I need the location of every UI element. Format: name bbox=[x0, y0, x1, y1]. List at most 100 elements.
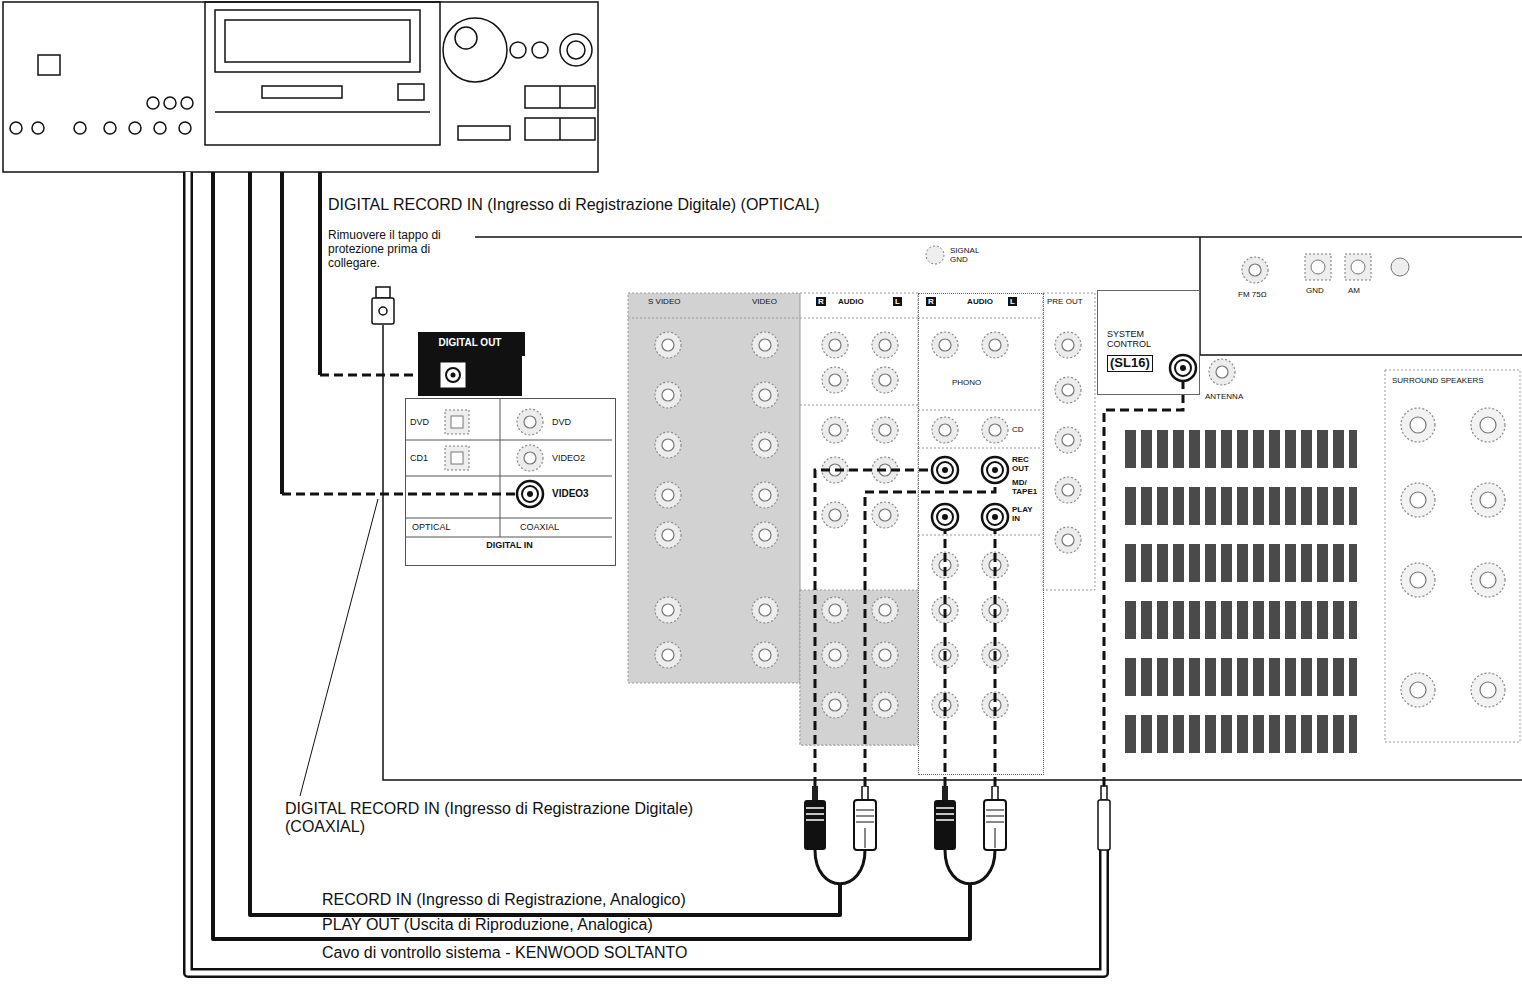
pre-out-panel-part bbox=[1055, 527, 1081, 553]
video-panel-part bbox=[655, 522, 681, 548]
channel-label: L bbox=[893, 297, 902, 306]
video-panel-part bbox=[655, 642, 681, 668]
node-text: (SL16) bbox=[1107, 355, 1153, 372]
digital-in-panel-part bbox=[445, 446, 469, 470]
cable-label: DIGITAL RECORD IN (Ingresso di Registraz… bbox=[328, 196, 820, 214]
video-panel bbox=[628, 293, 918, 745]
ventilation-grille-part bbox=[1125, 487, 1357, 525]
tape-deck-part bbox=[560, 34, 592, 66]
cable-part bbox=[280, 172, 284, 494]
audio-panel-part bbox=[982, 457, 1008, 483]
video-panel-part bbox=[655, 332, 681, 358]
rca-plug-part bbox=[1101, 786, 1107, 800]
video-panel-part bbox=[752, 642, 778, 668]
cable-part bbox=[815, 850, 865, 884]
rca-plug-part bbox=[1098, 800, 1110, 850]
channel-label: R bbox=[926, 297, 936, 306]
digital-in-panel bbox=[405, 356, 612, 537]
audio-panel-part bbox=[918, 318, 1040, 319]
cable-label: RECORD IN (Ingresso di Registrazione, An… bbox=[322, 891, 686, 909]
digital-in-panel-part bbox=[405, 476, 612, 477]
pre-out-panel-part bbox=[1055, 427, 1081, 453]
digital-in-panel-part bbox=[440, 362, 466, 388]
tape-deck-part bbox=[567, 41, 585, 59]
speaker-terminals-part bbox=[1401, 408, 1435, 442]
panel-box: SYSTEM CONTROL (SL16) bbox=[1097, 290, 1200, 395]
video-panel-part bbox=[822, 597, 848, 623]
video-panel-part bbox=[752, 597, 778, 623]
video-panel-part bbox=[752, 382, 778, 408]
digital-in-panel-part bbox=[517, 409, 543, 435]
video-panel-part bbox=[655, 382, 681, 408]
terminal-label: FM 75Ω bbox=[1238, 290, 1267, 299]
audio-panel-part bbox=[932, 332, 958, 358]
jack-label: PHONO bbox=[952, 378, 981, 387]
tape-deck-part bbox=[104, 122, 116, 134]
digital-in-panel-part bbox=[451, 373, 456, 378]
dashed-connection-part bbox=[944, 531, 947, 786]
video-panel-part bbox=[872, 502, 898, 528]
tape-deck-part bbox=[154, 122, 166, 134]
tape-deck-part bbox=[74, 122, 86, 134]
tape-deck-part bbox=[181, 97, 193, 109]
terminal-label: SIGNAL GND bbox=[950, 246, 990, 264]
pre-out-panel-part bbox=[1043, 293, 1095, 590]
audio-panel-part bbox=[918, 535, 1040, 536]
antenna-panel-part bbox=[1209, 359, 1235, 385]
tape-deck-part bbox=[510, 42, 526, 58]
digital-in-panel-part bbox=[451, 416, 463, 428]
jack-label: VIDEO3 bbox=[552, 488, 589, 500]
rca-plug-part bbox=[854, 786, 876, 850]
antenna-panel-part bbox=[1391, 258, 1409, 276]
tape-deck-part bbox=[455, 27, 477, 49]
dashed-connection-part bbox=[865, 484, 995, 786]
cable-part bbox=[250, 172, 840, 915]
video-panel-part bbox=[800, 293, 918, 745]
terminal-label: AM bbox=[1348, 286, 1360, 295]
video-panel-part bbox=[655, 597, 681, 623]
antenna-panel-part bbox=[1305, 254, 1331, 280]
tape-deck-part bbox=[225, 20, 410, 62]
speaker-terminals-part bbox=[1471, 408, 1505, 442]
video-panel-part bbox=[872, 642, 898, 668]
audio-panel-part bbox=[932, 417, 958, 443]
video-panel-part bbox=[752, 522, 778, 548]
jack-label: PLAY IN bbox=[1012, 505, 1036, 523]
node-title: SYSTEM CONTROL bbox=[1107, 329, 1165, 350]
video-panel-part bbox=[655, 432, 681, 458]
column-label: PRE OUT bbox=[1047, 297, 1083, 306]
ventilation-grille-part bbox=[1125, 544, 1357, 582]
leader-line-part bbox=[300, 499, 378, 796]
jack-label: CD1 bbox=[410, 453, 428, 463]
audio-panel-part bbox=[926, 246, 944, 264]
jack-label: DVD bbox=[410, 417, 429, 427]
ventilation-grille-part bbox=[1125, 715, 1357, 753]
receiver-outline bbox=[383, 237, 1522, 780]
audio-panel-part bbox=[982, 332, 1008, 358]
cable-label: Cavo di vontrollo sistema - KENWOOD SOLT… bbox=[322, 944, 687, 962]
protection-cap bbox=[372, 287, 394, 324]
protection-cap-part bbox=[379, 307, 387, 315]
cable bbox=[188, 172, 1104, 973]
speaker-terminals bbox=[1385, 370, 1520, 742]
ventilation-grille-part bbox=[1125, 601, 1357, 639]
digital-in-panel-part bbox=[517, 445, 543, 471]
video-panel-part bbox=[822, 417, 848, 443]
tape-deck-part bbox=[443, 18, 507, 82]
cable-part bbox=[213, 172, 970, 939]
pre-out-panel bbox=[1043, 293, 1095, 590]
jack-label: REC OUT bbox=[1012, 455, 1034, 473]
audio-panel-part bbox=[982, 504, 1008, 530]
tape-deck-part bbox=[398, 84, 424, 100]
node-title: DIGITAL OUT bbox=[418, 337, 522, 349]
video-panel-part bbox=[822, 367, 848, 393]
leader-line bbox=[300, 499, 378, 796]
speaker-terminals-part bbox=[1401, 483, 1435, 517]
pre-out-panel-part bbox=[1055, 377, 1081, 403]
receiver-outline-part bbox=[475, 236, 1522, 238]
speaker-terminals-part bbox=[1471, 563, 1505, 597]
audio-panel-part bbox=[932, 457, 958, 483]
column-label: VIDEO bbox=[752, 297, 777, 306]
digital-in-panel-part bbox=[451, 452, 463, 464]
tag-box: DIGITAL OUT bbox=[418, 332, 525, 356]
